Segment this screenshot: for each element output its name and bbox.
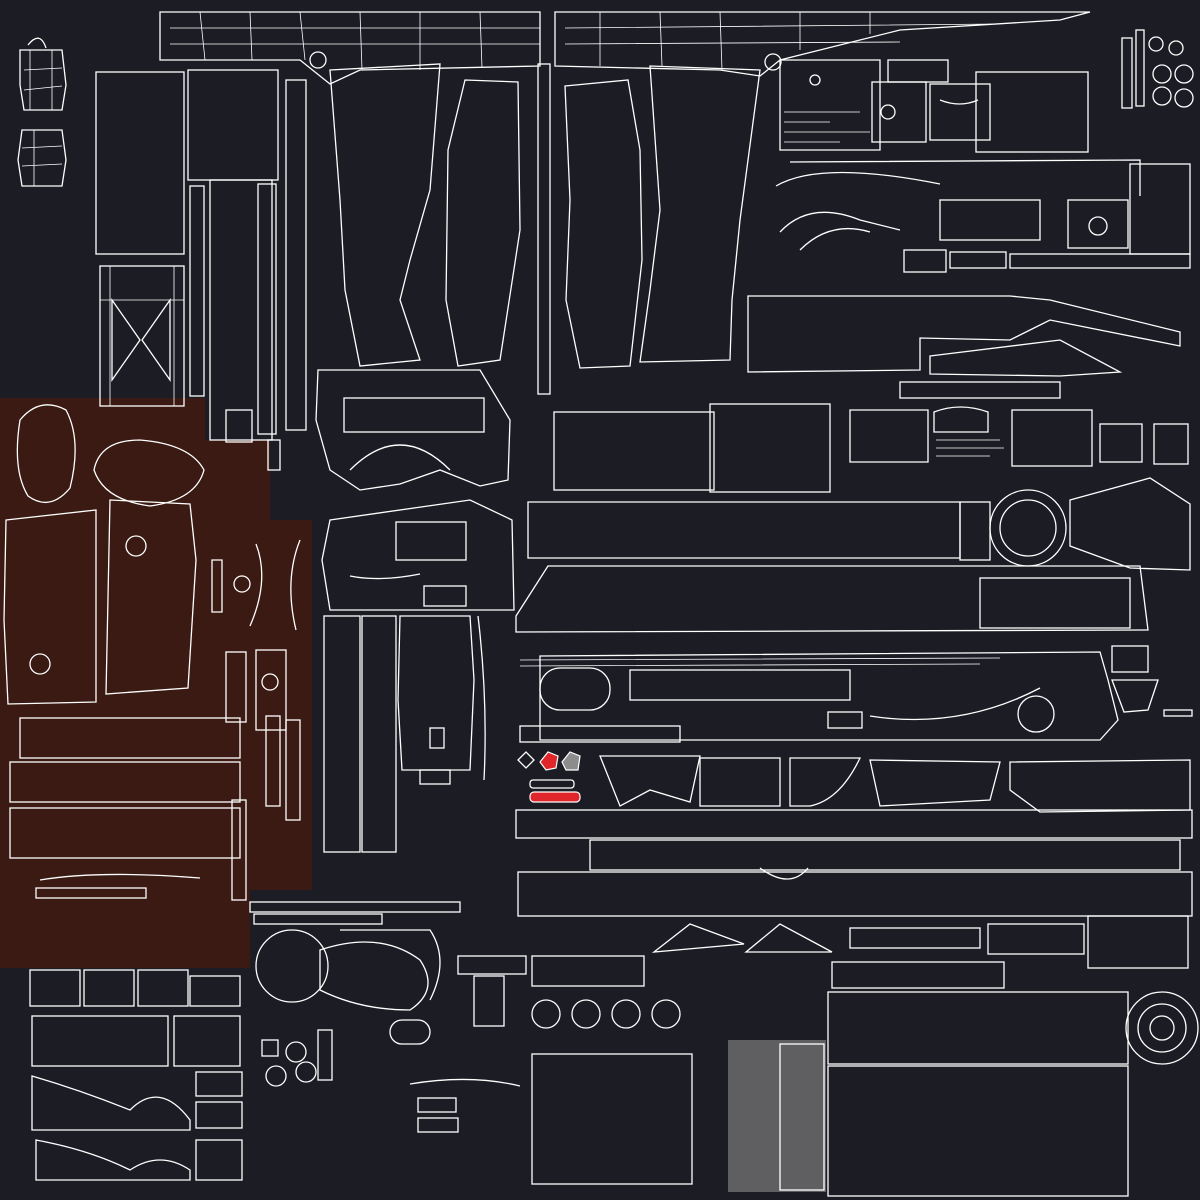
large-leg-pieces [329,63,761,395]
grip-panel-pieces [3,404,301,901]
curved-rods [775,159,1191,273]
left-grip-column [95,69,307,471]
barrel-upper [747,295,1181,399]
lower-right-rows [515,755,1193,969]
center-column-pieces [323,615,486,853]
bottom-right-pieces [728,961,1199,1197]
small-bolt-pieces [517,751,581,803]
bottom-left-pieces [29,969,243,1181]
slide-bars [515,403,1193,743]
bottom-center-pieces [249,901,693,1185]
top-left-small-pieces [17,37,67,187]
upper-right-parts [779,29,1194,153]
textured-region [0,398,312,968]
center-frame-pieces [315,369,515,611]
